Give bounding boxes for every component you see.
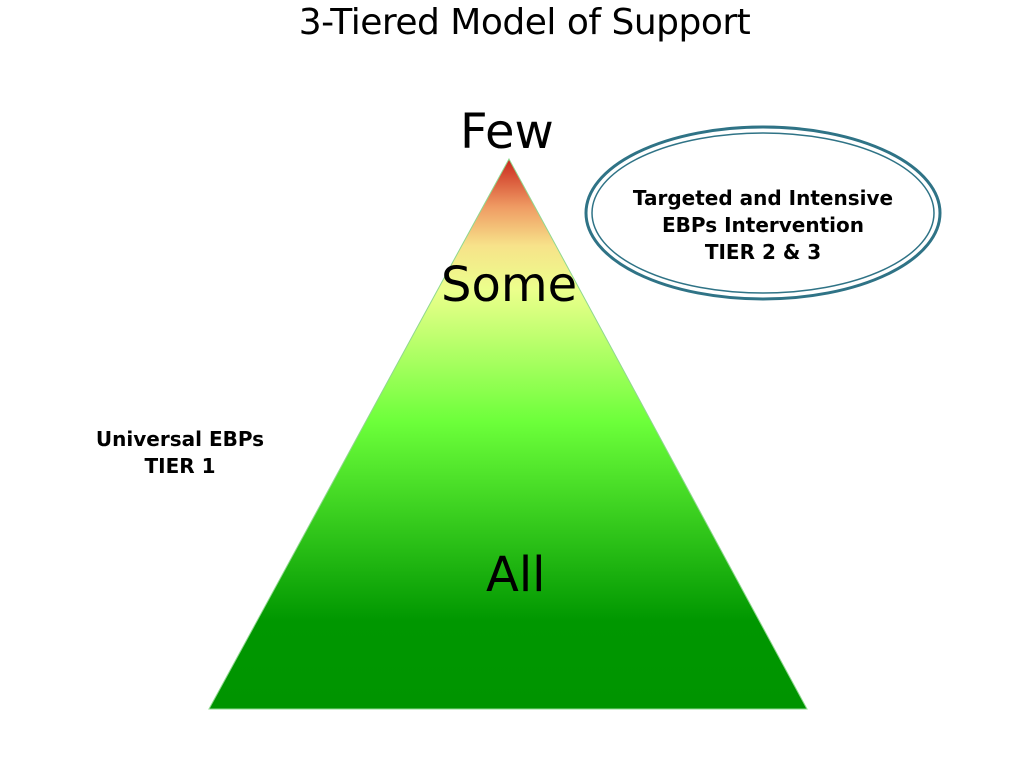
universal-tier-line-2: TIER 1	[144, 454, 216, 478]
callout-outer-ellipse	[584, 125, 942, 301]
targeted-tier-line-1: Targeted and Intensive	[632, 186, 894, 210]
tier-label-few: Few	[460, 104, 554, 160]
targeted-tier-line-2: EBPs Intervention	[662, 213, 864, 237]
tier-label-some: Some	[441, 257, 578, 313]
pyramid-edge	[208, 157, 808, 710]
targeted-tier-callout	[584, 125, 942, 301]
pyramid-shape	[205, 154, 811, 711]
universal-tier-note: Universal EBPs TIER 1	[70, 426, 290, 480]
callout-inner-ellipse	[591, 132, 935, 294]
universal-tier-line-1: Universal EBPs	[95, 427, 265, 451]
diagram-title: 3-Tiered Model of Support	[298, 2, 751, 43]
targeted-tier-note: Targeted and Intensive EBPs Intervention…	[584, 185, 942, 266]
targeted-tier-line-3: TIER 2 & 3	[704, 240, 822, 264]
tier-label-all: All	[486, 547, 546, 603]
